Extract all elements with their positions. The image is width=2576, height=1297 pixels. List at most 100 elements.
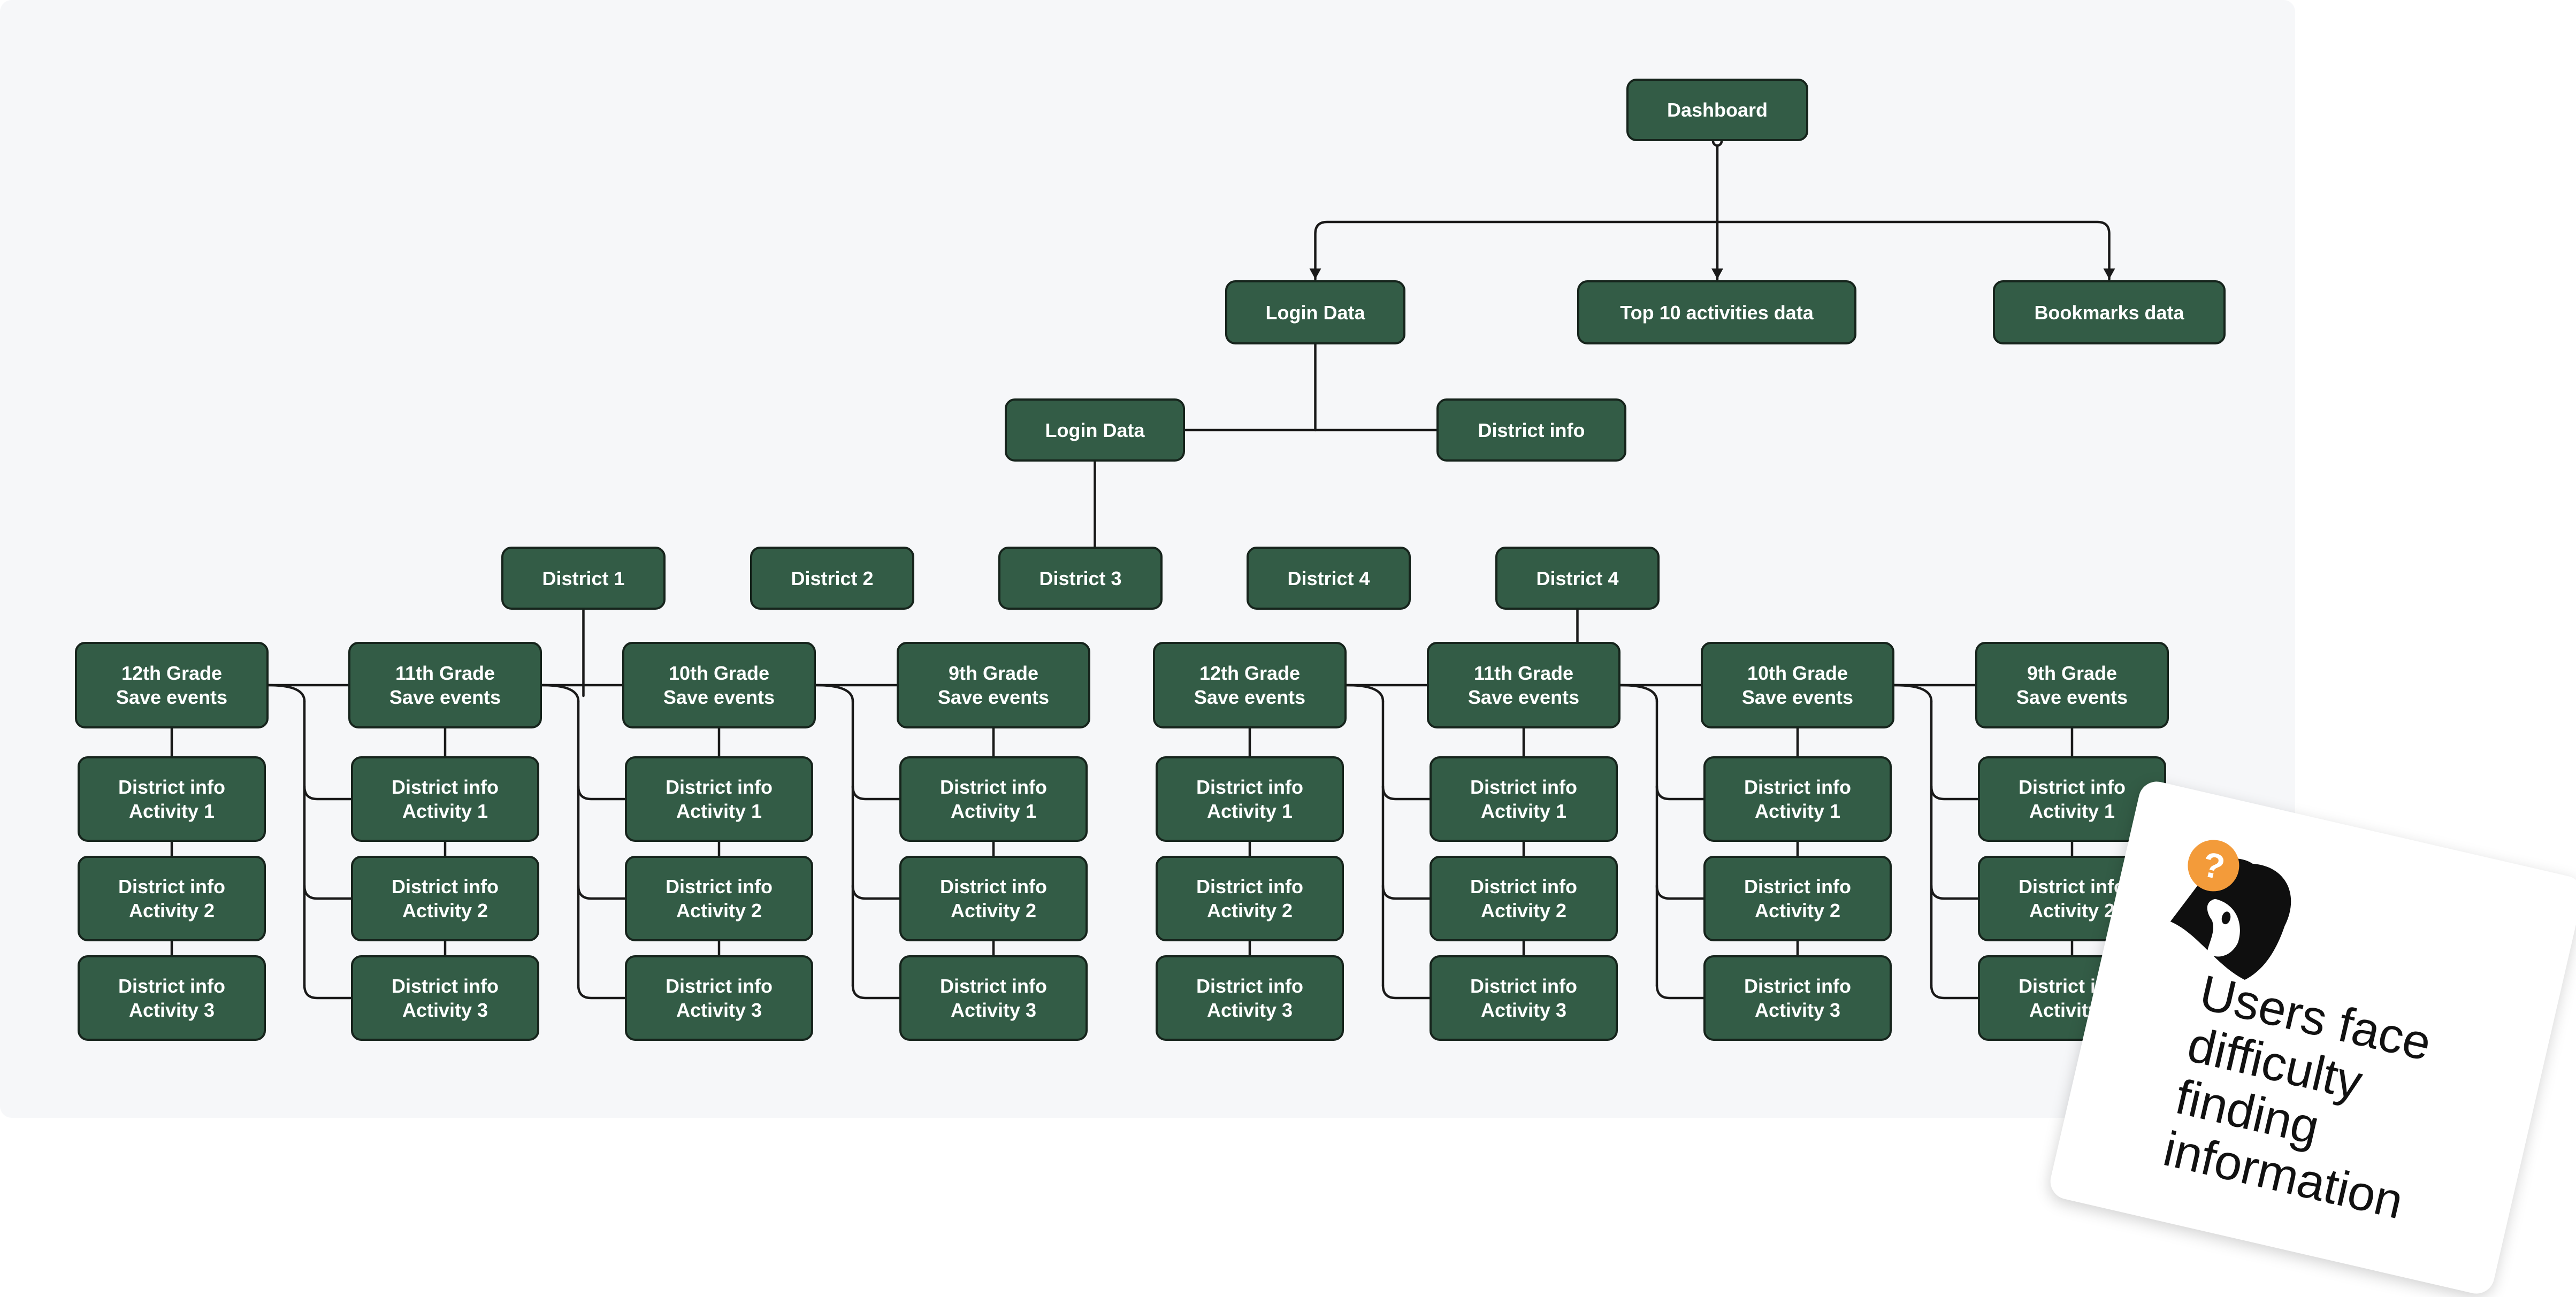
activity-node-7-1-text-2: Activity 1	[1754, 800, 1841, 822]
district-node-3[interactable]: District 3	[998, 547, 1163, 610]
level1-node-2[interactable]: Top 10 activities data	[1577, 280, 1856, 344]
activity-node-1-2-text-1: District info	[118, 876, 225, 897]
district-node-4[interactable]: District 4	[1247, 547, 1411, 610]
activity-node-5-1-text-2: Activity 1	[1206, 800, 1293, 822]
level1-node-1[interactable]: Login Data	[1225, 280, 1405, 344]
bracket-branch-3-3	[577, 984, 626, 1000]
level2-node-1[interactable]: Login Data	[1005, 398, 1185, 462]
activity-node-3-1-text-2: Activity 1	[676, 800, 762, 822]
grade-node-5-text-1: 12th Grade	[1199, 662, 1301, 684]
level1-node-2-label: Top 10 activities data	[1620, 301, 1813, 325]
level2-node-2-text-1: District info	[1478, 419, 1585, 441]
grade-node-3-text-1: 10th Grade	[668, 662, 770, 684]
bracket-branch-6-1	[1381, 785, 1431, 801]
activity-node-5-3-text-1: District info	[1196, 975, 1303, 997]
activity-node-8-2-text-1: District info	[2018, 876, 2126, 897]
activity-node-6-1-text-2: Activity 1	[1480, 800, 1567, 822]
bracket-branch-8-3	[1930, 984, 1979, 1000]
level2-node-2[interactable]: District info	[1436, 398, 1626, 462]
activity-node-6-3-text-1: District info	[1470, 975, 1577, 997]
bracket-top-2	[267, 684, 306, 703]
activity-node-1-3-text-1: District info	[118, 975, 225, 997]
arrow-login	[1309, 268, 1321, 279]
district-node-1[interactable]: District 1	[501, 547, 666, 610]
dashboard-node-label: Dashboard	[1667, 98, 1768, 122]
district-node-5[interactable]: District 4	[1495, 547, 1660, 610]
bracket-branch-2-1	[303, 785, 353, 801]
grade-node-5-text-2: Save events	[1194, 686, 1306, 708]
district-node-2[interactable]: District 2	[750, 547, 914, 610]
level1-node-1-label: Login Data	[1266, 301, 1365, 325]
bracket-branch-3-1	[577, 785, 626, 801]
activity-node-1-1-text-1: District info	[118, 776, 225, 798]
activity-node-4-1-text-2: Activity 1	[950, 800, 1037, 822]
bracket-branch-7-3	[1655, 984, 1705, 1000]
activity-node-2-2-text-1: District info	[391, 876, 499, 897]
confused-user-icon: ?	[2170, 840, 2291, 980]
level1-node-3[interactable]: Bookmarks data	[1993, 280, 2226, 344]
activity-node-1-3-text-2: Activity 3	[128, 999, 215, 1021]
sticky-note[interactable]: ? Users face difficulty finding informat…	[2046, 778, 2576, 1297]
activity-node-5-1-text-1: District info	[1196, 776, 1303, 798]
activity-node-3-2-text-1: District info	[665, 876, 773, 897]
arrow-top10	[1711, 268, 1723, 279]
bracket-top-4	[814, 684, 854, 703]
activity-node-7-3-text-2: Activity 3	[1754, 999, 1841, 1021]
dashboard-node-text-1: Dashboard	[1667, 99, 1768, 121]
district-node-4-text-1: District 4	[1287, 567, 1370, 589]
activity-node-4-3-text-2: Activity 3	[950, 999, 1037, 1021]
activity-node-7-1-text-1: District info	[1744, 776, 1851, 798]
dashboard-node[interactable]: Dashboard	[1626, 79, 1808, 141]
grade-node-2-text-2: Save events	[389, 686, 501, 708]
activity-node-6-3-text-2: Activity 3	[1480, 999, 1567, 1021]
grade-node-6-text-2: Save events	[1467, 686, 1580, 708]
grade-node-8-text-2: Save events	[2016, 686, 2128, 708]
